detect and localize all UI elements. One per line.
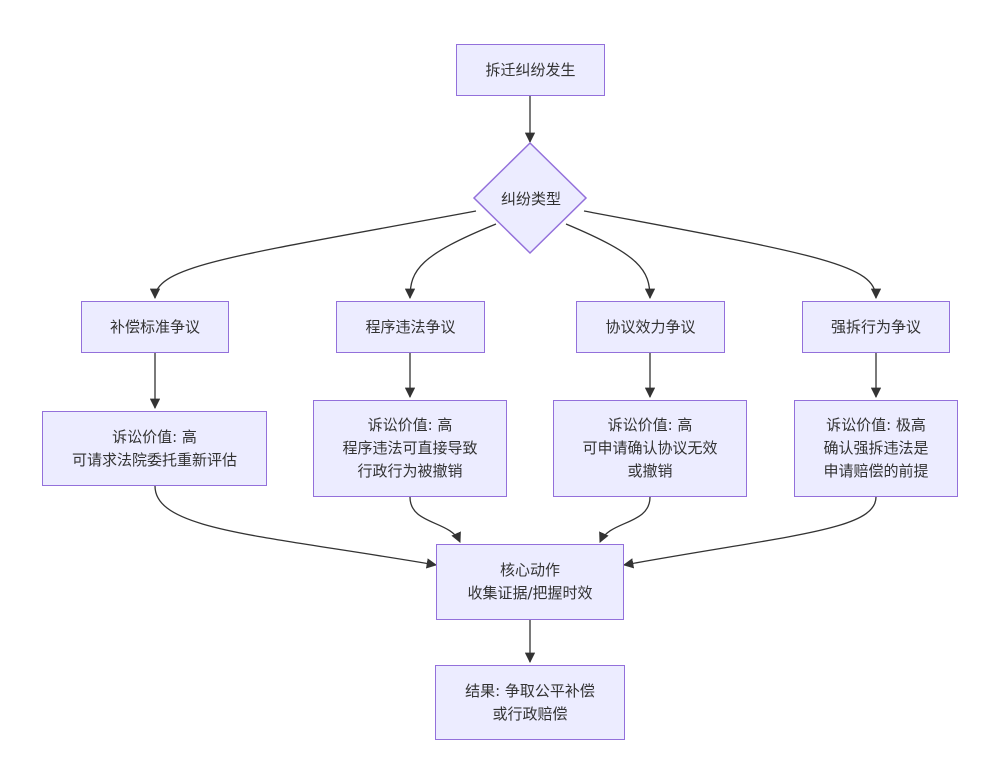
decision-node: 纠纷类型 xyxy=(476,186,586,210)
result-line1: 结果: 争取公平补偿 xyxy=(465,681,595,700)
edge-decision-to-agreement xyxy=(565,223,656,300)
value-compensation-line2: 可请求法院委托重新评估 xyxy=(71,450,237,469)
value-agreement-node: 诉讼价值: 高 可申请确认协议无效 或撤销 xyxy=(553,400,747,497)
value-forced-line3: 申请赔偿的前提 xyxy=(823,462,929,480)
edge-decision-to-forced xyxy=(583,210,882,300)
compensation-node: 补偿标准争议 xyxy=(81,301,229,353)
core-action-node: 核心动作 收集证据/把握时效 xyxy=(436,544,624,620)
edge-value-forced-to-core xyxy=(622,496,877,569)
edge-decision-to-compensation xyxy=(149,210,477,300)
edge-value-procedure-to-core xyxy=(409,496,461,543)
result-line2: 或行政赔偿 xyxy=(492,704,568,723)
procedure-node-label: 程序违法争议 xyxy=(365,317,456,336)
value-procedure-node: 诉讼价值: 高 程序违法可直接导致 行政行为被撤销 xyxy=(313,400,507,497)
edge-value-agreement-to-core xyxy=(599,496,651,543)
value-procedure-line1: 诉讼价值: 高 xyxy=(367,416,453,434)
value-compensation-node: 诉讼价值: 高 可请求法院委托重新评估 xyxy=(42,411,267,486)
value-compensation-line1: 诉讼价值: 高 xyxy=(112,427,197,446)
agreement-node: 协议效力争议 xyxy=(576,301,725,353)
decision-diamond xyxy=(472,141,588,255)
forced-node-label: 强拆行为争议 xyxy=(830,317,921,336)
value-forced-node: 诉讼价值: 极高 确认强拆违法是 申请赔偿的前提 xyxy=(794,400,958,497)
value-procedure-line3: 行政行为被撤销 xyxy=(357,462,463,480)
compensation-node-label: 补偿标准争议 xyxy=(109,317,200,336)
value-forced-line1: 诉讼价值: 极高 xyxy=(826,416,926,434)
value-agreement-line1: 诉讼价值: 高 xyxy=(607,416,693,434)
edge-decision-to-procedure xyxy=(404,223,497,300)
agreement-node-label: 协议效力争议 xyxy=(605,317,696,336)
value-agreement-line2: 可申请确认协议无效 xyxy=(582,439,718,457)
value-procedure-line2: 程序违法可直接导致 xyxy=(342,439,478,457)
start-node-label: 拆迁纠纷发生 xyxy=(485,60,576,79)
start-node: 拆迁纠纷发生 xyxy=(456,44,605,96)
forced-node: 强拆行为争议 xyxy=(802,301,950,353)
core-action-line2: 收集证据/把握时效 xyxy=(467,584,593,602)
value-agreement-line3: 或撤销 xyxy=(627,462,673,480)
decision-node-label: 纠纷类型 xyxy=(500,189,561,208)
core-action-line1: 核心动作 xyxy=(499,561,560,579)
edge-value-compensation-to-core xyxy=(154,485,438,569)
value-forced-line2: 确认强拆违法是 xyxy=(823,439,929,457)
result-node: 结果: 争取公平补偿 或行政赔偿 xyxy=(435,665,625,740)
procedure-node: 程序违法争议 xyxy=(336,301,485,353)
